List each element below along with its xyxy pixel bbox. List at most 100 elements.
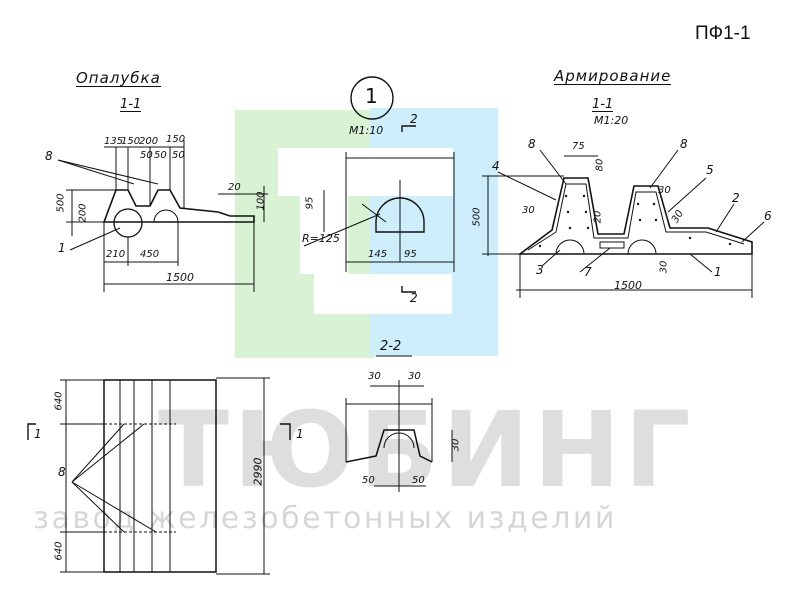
dimension-label: 50 [140, 150, 153, 161]
detail-scale: М1:10 [349, 124, 384, 137]
reinforcement-outline [517, 177, 753, 255]
reinforcement-mesh [599, 241, 625, 249]
position-marker: 6 [764, 209, 772, 223]
position-marker: 8 [58, 465, 66, 479]
dimension-label: 95 [404, 249, 417, 260]
reinforcement-leader-1 [689, 253, 713, 273]
plan-view [27, 377, 291, 575]
section22-title: 2-2 [380, 339, 402, 354]
plan-leader-8 [71, 481, 125, 533]
reinforcement-leader-2 [715, 203, 735, 233]
reinforcement-pipe-left [555, 239, 585, 255]
sheet-code: ПФ1-1 [695, 23, 751, 44]
dimension-label: 30 [658, 185, 671, 196]
dimension-label: 50 [362, 475, 375, 486]
reinforcement-pipe-right [627, 239, 657, 255]
dimension-label: 210 [106, 249, 126, 260]
dimension-label: 200 [139, 136, 159, 147]
dimension-label: 80 [594, 158, 606, 172]
formwork-section-label: 1-1 [120, 97, 142, 112]
watermark-brand: ТЮБИНГ [158, 389, 695, 511]
dimension-label: 500 [471, 207, 483, 227]
reinforcement-leader-8a [539, 149, 567, 185]
dimension-label: 50 [154, 150, 167, 161]
reinforcement-title: Армирование [554, 67, 672, 85]
position-marker: 5 [706, 163, 714, 177]
reinforcement-leader-3 [541, 249, 561, 267]
plan-outline [103, 379, 217, 573]
dimension-label: 75 [572, 141, 585, 152]
position-marker: 7 [584, 265, 592, 279]
position-marker: 3 [536, 263, 544, 277]
reinforcement-section [482, 149, 765, 298]
dimension-label: 30 [408, 371, 421, 382]
detail-number: 1 [365, 84, 378, 108]
section-marker: 2 [410, 112, 418, 126]
reinforcement-leader-4 [497, 171, 557, 201]
section-marker: 2 [410, 291, 418, 305]
reinforcement-inner [527, 183, 745, 251]
dimension-label: 30 [368, 371, 381, 382]
formwork-hole [113, 208, 143, 238]
dimension-label: 30 [658, 260, 670, 274]
position-marker: 8 [680, 137, 688, 151]
reinforcement-leader-5 [667, 177, 707, 213]
position-marker: 8 [45, 149, 53, 163]
dimension-label: 30 [522, 205, 535, 216]
section-2-mark-bottom [401, 286, 416, 293]
formwork-leader-8 [57, 159, 159, 185]
dimension-label: 50 [172, 150, 185, 161]
dimension-label: 640 [53, 391, 65, 411]
section-22-view [345, 355, 453, 492]
dimension-label: 135 [104, 136, 124, 147]
dimension-label: 20 [228, 182, 241, 193]
dimension-label: 500 [55, 193, 67, 213]
dimension-label: 150 [121, 136, 141, 147]
reinforcement-section-label: 1-1 [592, 97, 614, 112]
reinforcement-leader-6 [741, 221, 765, 243]
position-marker: 2 [732, 191, 740, 205]
position-marker: 8 [528, 137, 536, 151]
formwork-section [57, 140, 268, 292]
section-marker: 1 [34, 427, 42, 441]
reinforcement-leader-8b [649, 149, 679, 189]
formwork-leader-8 [57, 159, 135, 185]
dimension-label: R=125 [302, 232, 340, 245]
dimension-label: 145 [368, 249, 388, 260]
formwork-leader-1 [69, 227, 121, 251]
watermark-tagline: завод железобетонных изделий [33, 501, 617, 536]
detail-number-circle [350, 76, 394, 120]
section-1-mark-right [280, 423, 291, 440]
plan-leader-8 [71, 423, 145, 483]
dimension-label: 200 [77, 203, 89, 223]
formwork-title: Опалубка [76, 69, 161, 87]
formwork-bottom-arc [153, 209, 179, 223]
dimension-label: 640 [53, 541, 65, 561]
detail-leader-r [303, 213, 381, 247]
position-marker: 4 [492, 159, 500, 173]
reinforcement-leader-7 [579, 247, 611, 273]
watermark-white-cutout-top [278, 148, 453, 196]
dimension-label: 150 [166, 134, 186, 145]
detail-view [303, 76, 455, 293]
reinforcement-scale: М1:20 [594, 114, 629, 127]
dimension-label: 20 [592, 210, 604, 224]
dimension-label: 1500 [614, 279, 642, 292]
formwork-outline [102, 189, 255, 223]
detail-radius [361, 203, 387, 223]
detail-arc [375, 197, 425, 233]
section-1-mark-left [27, 423, 36, 440]
dimension-label: 450 [140, 249, 160, 260]
position-marker: 1 [714, 265, 722, 279]
dimension-label: 95 [304, 196, 316, 210]
section-marker: 1 [296, 427, 304, 441]
section-2-mark-top [401, 125, 416, 132]
position-marker: 1 [58, 241, 66, 255]
dimension-label: 100 [255, 191, 267, 211]
watermark-white-cutout-low [314, 274, 452, 314]
plan-leader-8 [71, 423, 125, 483]
reinforcement-dots [538, 194, 732, 248]
